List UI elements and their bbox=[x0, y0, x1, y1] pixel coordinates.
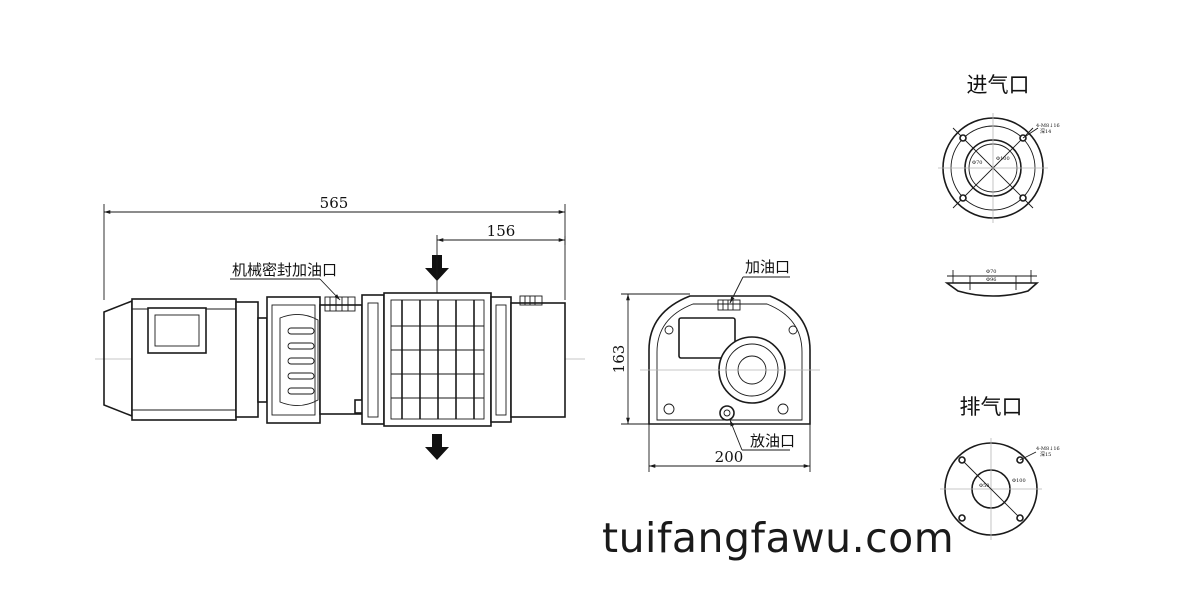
height-value: 163 bbox=[610, 345, 628, 374]
outlet-d2: Φ100 bbox=[1012, 478, 1026, 484]
mech-seal-oil-port-label: 机械密封加油口 bbox=[232, 261, 337, 279]
coupling-bracket bbox=[266, 296, 364, 424]
inlet-flange-detail: 进气口 4-M8↓16 深14 Φ70 Φ100 Φ70 Φ96 bbox=[938, 73, 1060, 297]
outlet-title: 排气口 bbox=[960, 395, 1023, 419]
oil-drain-port-label: 放油口 bbox=[750, 432, 795, 450]
oil-drain-port-callout: 放油口 bbox=[729, 419, 795, 451]
inlet-d1: Φ70 bbox=[972, 160, 982, 166]
pump-casing bbox=[361, 292, 566, 427]
oil-fill-port-callout: 加油口 bbox=[729, 258, 790, 304]
inlet-spec-2: 深14 bbox=[1040, 128, 1051, 135]
outlet-spec-2: 深15 bbox=[1040, 451, 1051, 458]
outlet-arrow-icon bbox=[425, 434, 449, 460]
oil-fill-port-label: 加油口 bbox=[745, 258, 790, 276]
dimension-height: 163 bbox=[610, 293, 690, 425]
inlet-side-1: Φ70 bbox=[986, 269, 996, 275]
inlet-title: 进气口 bbox=[967, 73, 1030, 97]
pump-side-view: 565 156 机械密封加油口 bbox=[95, 194, 585, 460]
outlet-d1: Φ50 bbox=[979, 483, 989, 489]
width-value: 200 bbox=[715, 448, 744, 466]
inlet-side-2: Φ96 bbox=[986, 277, 996, 283]
overall-length-value: 565 bbox=[320, 194, 349, 212]
inlet-spec-1: 4-M8↓16 bbox=[1036, 123, 1060, 129]
mech-seal-oil-port-callout: 机械密封加油口 bbox=[230, 261, 341, 301]
dimension-width: 200 bbox=[648, 424, 811, 472]
outlet-spec-1: 4-M8↓16 bbox=[1036, 446, 1060, 452]
inlet-d2: Φ100 bbox=[996, 156, 1010, 162]
motor-body bbox=[103, 298, 268, 421]
pump-end-view: 163 200 加油口 放油口 bbox=[610, 258, 820, 472]
watermark-text: tuifangfawu.com bbox=[602, 514, 955, 562]
outlet-flange-detail: 排气口 4-M8↓16 深15 Φ50 Φ100 bbox=[940, 395, 1060, 540]
dimension-inlet-offset: 156 bbox=[437, 222, 566, 245]
dimension-overall-length: 565 bbox=[103, 194, 566, 300]
inlet-offset-value: 156 bbox=[487, 222, 516, 240]
